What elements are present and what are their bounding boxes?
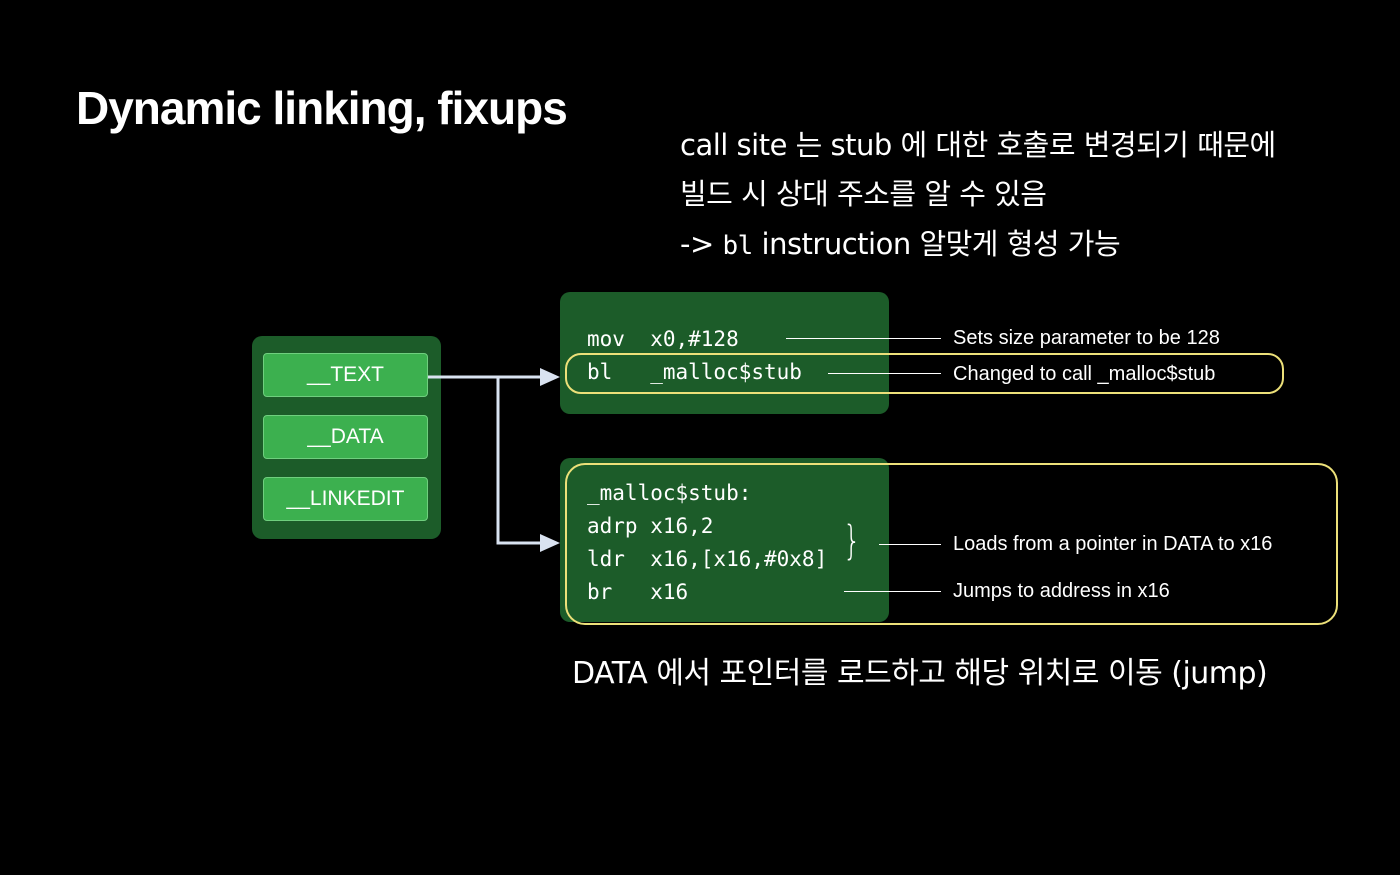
note-line-2: 빌드 시 상대 주소를 알 수 있음 xyxy=(680,177,1047,211)
stub-line-adrp: adrp x16,2 xyxy=(587,514,714,538)
annotation-size-param: Sets size parameter to be 128 xyxy=(953,327,1220,349)
note-line-3-code: bl xyxy=(722,231,753,261)
leader-line-bl xyxy=(828,373,941,374)
segment-linkedit: __LINKEDIT xyxy=(263,477,428,521)
call-site-line-mov: mov x0,#128 xyxy=(587,327,739,351)
annotation-jump: Jumps to address in x16 xyxy=(953,580,1170,602)
annotation-load-pointer: Loads from a pointer in DATA to x16 xyxy=(953,533,1273,555)
note-line-3-suffix: instruction 알맞게 형성 가능 xyxy=(752,227,1121,261)
stub-highlight xyxy=(565,463,1338,625)
stub-line-ldr: ldr x16,[x16,#0x8] xyxy=(587,547,828,571)
stub-line-br: br x16 xyxy=(587,580,689,604)
annotation-changed-call: Changed to call _malloc$stub xyxy=(953,363,1216,385)
stub-line-label: _malloc$stub: xyxy=(587,481,752,505)
arrow-head-stub-icon xyxy=(540,534,560,552)
segments-panel: __TEXT __DATA __LINKEDIT xyxy=(252,336,441,539)
brace-icon: } xyxy=(843,518,861,564)
bottom-note: DATA 에서 포인터를 로드하고 해당 위치로 이동 (jump) xyxy=(572,656,1268,691)
arrow-head-call-site-icon xyxy=(540,368,560,386)
note-line-3-prefix: -> xyxy=(680,227,723,261)
note-line-1: call site 는 stub 에 대한 호출로 변경되기 때문에 xyxy=(680,128,1276,162)
call-site-highlight xyxy=(565,353,1284,394)
arrow-to-stub xyxy=(496,377,540,545)
call-site-line-bl: bl _malloc$stub xyxy=(587,360,802,384)
segment-text: __TEXT xyxy=(263,353,428,397)
slide-title: Dynamic linking, fixups xyxy=(76,82,568,134)
leader-line-mov xyxy=(786,338,941,339)
leader-line-jump xyxy=(844,591,941,592)
segment-data: __DATA xyxy=(263,415,428,459)
leader-line-load xyxy=(879,544,941,545)
stub-panel xyxy=(560,458,889,622)
note-line-3: -> bl instruction 알맞게 형성 가능 xyxy=(680,224,1121,266)
